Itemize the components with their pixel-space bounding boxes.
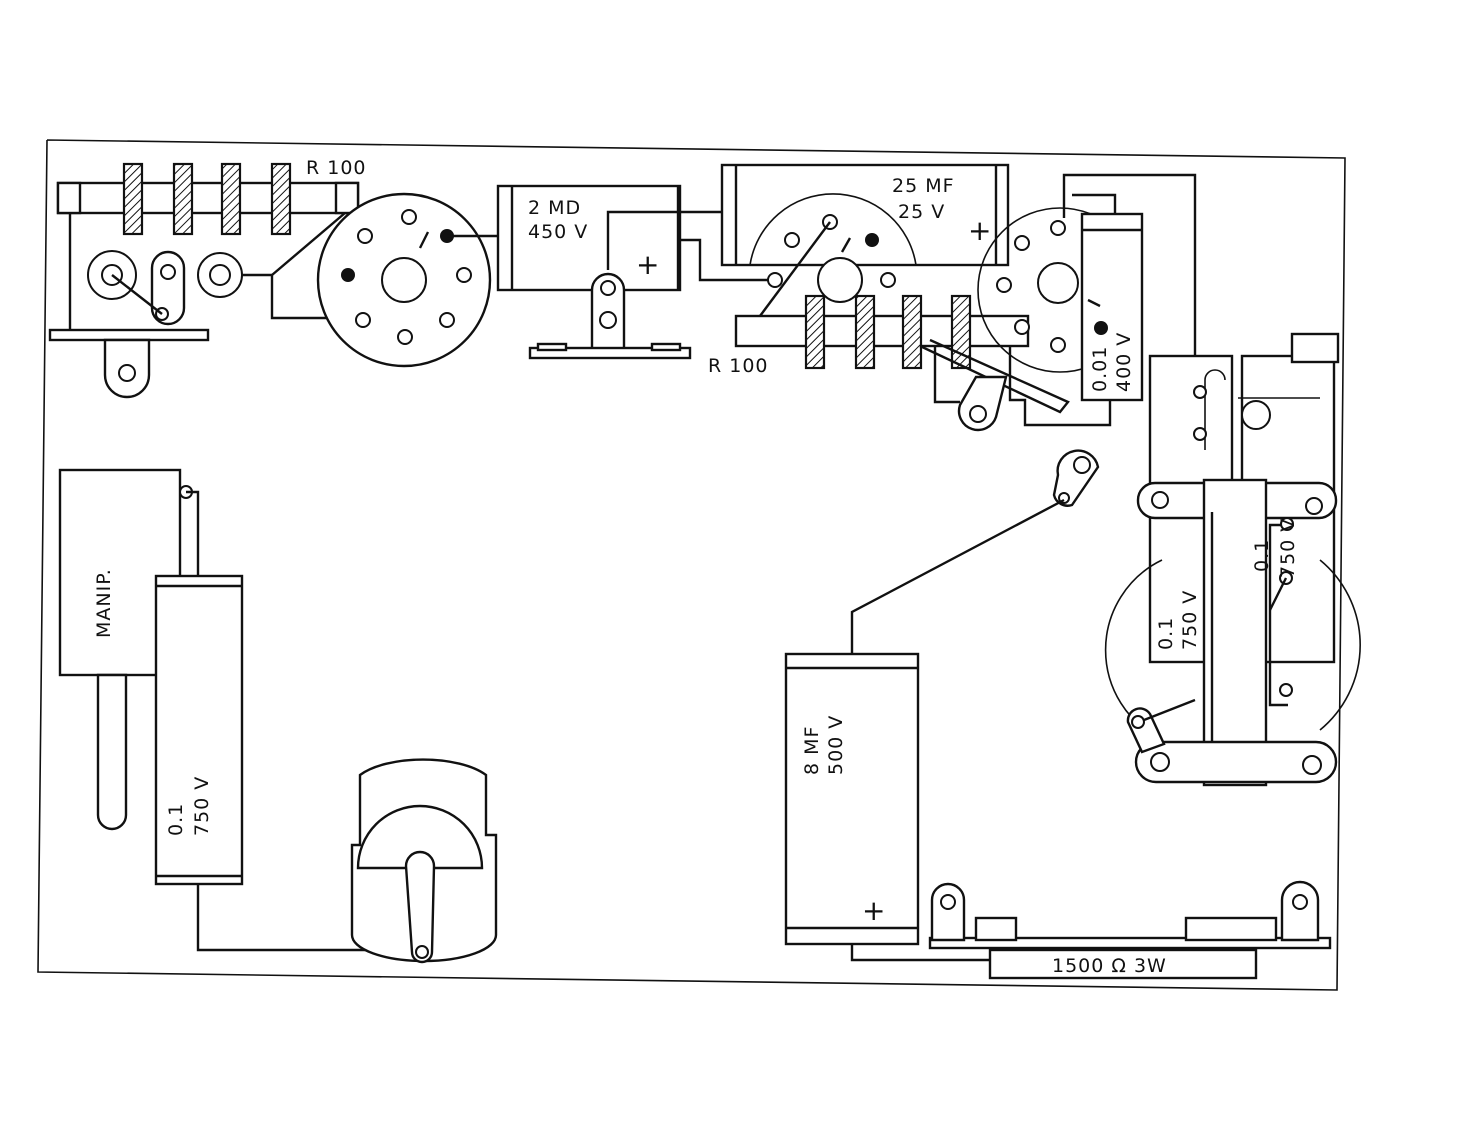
label-r100-mid: R 100	[708, 355, 769, 377]
resistor-1500	[928, 880, 1332, 980]
resistor-strip-mid	[734, 294, 1070, 414]
chassis-outline	[37, 139, 1346, 991]
label-8mf-voltage: 500 V	[825, 715, 847, 775]
resistor-r100-top-3	[220, 162, 242, 236]
wires-2md-25mf	[680, 210, 776, 282]
label-8mf-plus: +	[862, 894, 885, 927]
label-left-value: 0.1	[165, 803, 187, 836]
label-001-voltage: 400 V	[1113, 332, 1135, 392]
wires-left-top	[68, 212, 355, 330]
label-right1-voltage: 750 V	[1179, 590, 1201, 650]
resistor-strip-left	[56, 162, 360, 236]
label-2md-plus: +	[636, 248, 659, 281]
right-bracket-assembly	[1104, 369, 1361, 787]
label-001-value: 0.01	[1089, 346, 1111, 392]
label-25mf-plus: +	[968, 214, 991, 247]
capacitor-25mf	[720, 163, 1010, 267]
toggle-switch	[350, 758, 498, 964]
label-2md-value: 2 MD	[528, 197, 581, 219]
resistor-r100-mid-2	[854, 294, 876, 370]
capacitor-8mf	[784, 652, 990, 962]
label-25mf-voltage: 25 V	[898, 201, 945, 223]
capacitor-left	[154, 574, 420, 952]
label-r100-top: R 100	[306, 157, 367, 179]
label-right2-value: 0.1	[1251, 539, 1273, 572]
label-8mf-value: 8 MF	[801, 726, 823, 775]
resistor-r100-top-4	[270, 162, 292, 236]
resistor-r100-mid-3	[901, 294, 923, 370]
label-left-voltage: 750 V	[191, 776, 213, 836]
wires-right-top	[933, 173, 1197, 432]
resistor-r100-mid-4	[950, 294, 972, 370]
tube-socket-1	[316, 192, 492, 368]
resistor-r100-top-1	[122, 162, 144, 236]
label-right1-value: 0.1	[1155, 617, 1177, 650]
label-manip: MANIP.	[93, 568, 115, 638]
lug-under-2md	[528, 272, 692, 360]
label-25mf-value: 25 MF	[892, 175, 955, 197]
label-1500-ohm: 1500 Ω 3W	[1052, 955, 1167, 977]
lug-center-right	[850, 449, 1100, 654]
tube-socket-2	[749, 193, 917, 317]
jack-group-left	[48, 250, 243, 399]
capacitor-0.01	[1080, 212, 1144, 402]
capacitor-2md	[496, 184, 682, 292]
label-2md-voltage: 450 V	[528, 221, 588, 243]
resistor-r100-top-2	[172, 162, 194, 236]
label-right2-voltage: 750 V	[1277, 518, 1299, 578]
resistor-r100-mid-1	[804, 294, 826, 370]
